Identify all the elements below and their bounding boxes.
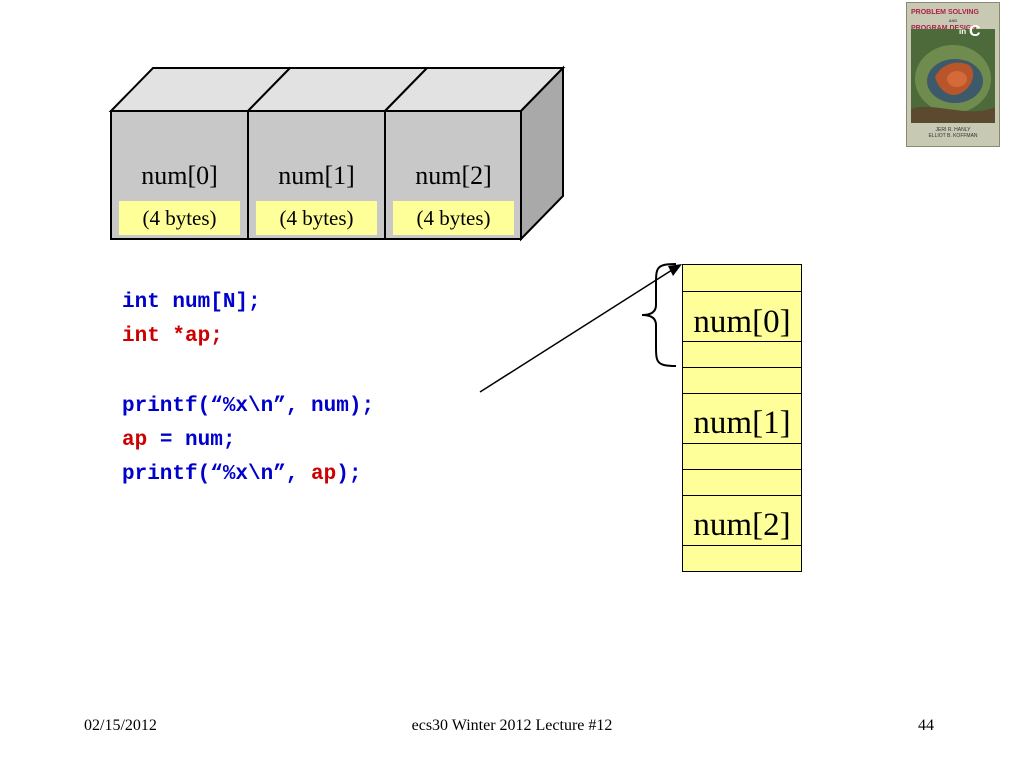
memory-cell-2: num[2] (693, 507, 791, 543)
code-text: printf(“%x\n”, (122, 463, 312, 486)
memory-divider (683, 291, 801, 292)
curly-brace (641, 263, 677, 367)
code-text: ap (311, 463, 337, 486)
memory-cell-0: num[0] (693, 304, 791, 340)
code-text: = num; (147, 429, 236, 452)
code-line-1: int num[N]; (122, 286, 261, 320)
pointer-arrowhead (668, 264, 682, 276)
book-title: PROBLEM SOLVING AND PROGRAM DESIGN (911, 9, 995, 33)
code-line-5: printf(“%x\n”, ap); (122, 458, 361, 492)
pointer-arrow (479, 269, 673, 393)
code-text: ap (122, 429, 148, 452)
memory-divider (683, 367, 801, 368)
box-label-2: num[2] (415, 161, 492, 190)
memory-divider (683, 469, 801, 470)
footer-title: ecs30 Winter 2012 Lecture #12 (411, 717, 613, 734)
book-author: JERI R. HANLY (935, 127, 971, 133)
footer-page-number: 44 (918, 717, 934, 734)
box-label-1: num[1] (278, 161, 355, 190)
book-title-line: PROBLEM SOLVING (911, 9, 979, 16)
box-label-0: num[0] (141, 161, 218, 190)
book-authors: JERI R. HANLY ELLIOT B. KOFFMAN (911, 127, 995, 139)
book-title-and: AND (948, 18, 958, 23)
box-size-2: (4 bytes) (393, 201, 514, 235)
footer-date: 02/15/2012 (84, 717, 157, 734)
book-in: in (959, 27, 967, 36)
textbook-cover: PROBLEM SOLVING AND PROGRAM DESIGN in C … (906, 2, 1000, 147)
code-line-4: ap = num; (122, 424, 235, 458)
code-line-2: int *ap; (122, 320, 223, 354)
memory-column: num[0] num[1] num[2] (682, 264, 802, 572)
box-size-1: (4 bytes) (256, 201, 377, 235)
code-text: int num[N]; (122, 291, 261, 314)
code-text: int *ap; (122, 325, 223, 348)
code-text: ); (336, 463, 362, 486)
book-c: C (969, 23, 981, 40)
book-author: ELLIOT B. KOFFMAN (928, 133, 978, 139)
box-size-0: (4 bytes) (119, 201, 240, 235)
memory-cell-1: num[1] (693, 405, 791, 441)
memory-divider (683, 545, 801, 546)
memory-divider (683, 341, 801, 342)
memory-divider (683, 443, 801, 444)
memory-divider (683, 393, 801, 394)
book-cover-image (911, 29, 995, 123)
code-text: printf(“%x\n”, num); (122, 395, 375, 418)
book-title-line: PROGRAM DESIGN (911, 25, 977, 32)
memory-divider (683, 495, 801, 496)
code-line-3: printf(“%x\n”, num); (122, 390, 374, 424)
